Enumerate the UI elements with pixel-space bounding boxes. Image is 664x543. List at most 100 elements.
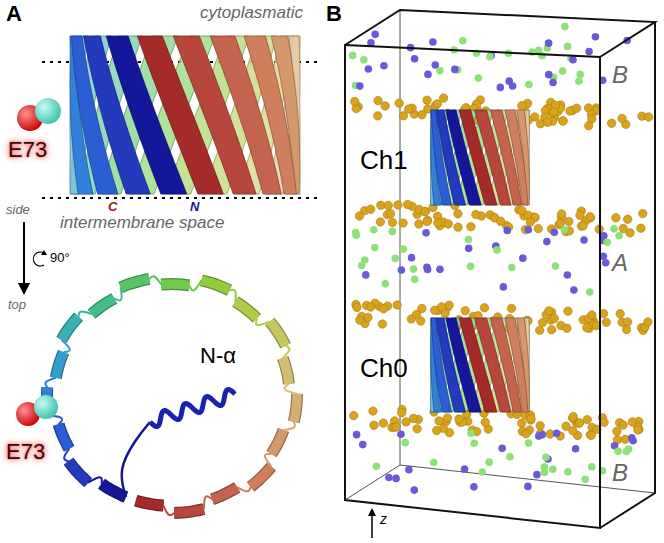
cation xyxy=(551,228,559,236)
lipid-head xyxy=(379,419,387,427)
strand-outline xyxy=(283,358,289,384)
lipid-head xyxy=(367,303,375,311)
lipid-head xyxy=(381,102,389,110)
strand-outline xyxy=(56,352,64,378)
compartment-label: cytoplasmatic xyxy=(200,4,303,23)
membrane-boundary xyxy=(42,197,322,199)
box-edge xyxy=(400,10,401,465)
cation xyxy=(572,445,580,453)
lipid-head xyxy=(370,421,378,429)
lipid-head xyxy=(628,418,636,426)
lipid-head xyxy=(454,210,462,218)
cation xyxy=(408,254,416,262)
loop xyxy=(61,340,69,352)
beta-strand xyxy=(283,358,289,384)
lipid-head xyxy=(586,431,594,439)
lipid-head xyxy=(575,419,583,427)
lipid-head xyxy=(572,104,580,112)
cation xyxy=(362,271,370,279)
cation xyxy=(503,227,511,235)
lipid-head xyxy=(423,96,431,104)
lipid-head xyxy=(369,407,377,415)
lipid-head xyxy=(480,304,488,312)
cation xyxy=(392,475,400,483)
lipid-head xyxy=(569,412,577,420)
lipid-head xyxy=(443,414,451,422)
loop xyxy=(114,287,121,300)
lipid-head xyxy=(563,324,571,332)
anion xyxy=(459,37,467,45)
lipid-head xyxy=(507,304,515,312)
lipid-head xyxy=(559,117,567,125)
beta-strand xyxy=(136,501,164,506)
lipid-head xyxy=(576,211,584,219)
anion xyxy=(373,462,381,470)
loop xyxy=(149,276,161,284)
lipid-head xyxy=(569,427,577,435)
lipid-head xyxy=(402,418,410,426)
anion xyxy=(430,459,438,467)
lipid-head xyxy=(388,218,396,226)
anion xyxy=(575,77,583,85)
lipid-head xyxy=(384,201,392,209)
strand-outline xyxy=(161,284,189,285)
lipid-head xyxy=(619,421,627,429)
strand-outline xyxy=(136,501,164,506)
cation xyxy=(545,39,553,47)
lipid-head xyxy=(588,311,596,319)
rotation-label: 90° xyxy=(50,251,70,265)
anion xyxy=(508,264,516,272)
lipid-head xyxy=(350,411,358,419)
lipid-head xyxy=(415,220,423,228)
anion xyxy=(436,67,444,75)
lipid-head xyxy=(637,224,645,232)
cation xyxy=(525,226,533,234)
strand-outline xyxy=(59,424,70,449)
beta-strand xyxy=(161,284,189,285)
lipid-head xyxy=(378,320,386,328)
cation xyxy=(545,71,553,79)
anion xyxy=(576,71,584,79)
beta-strand xyxy=(56,352,64,378)
cation xyxy=(524,483,532,491)
region-label: B xyxy=(612,460,628,486)
cation xyxy=(628,434,636,442)
anion xyxy=(352,229,360,237)
lipid-head xyxy=(439,94,447,102)
beta-strand xyxy=(270,322,286,346)
anion xyxy=(564,43,572,51)
arrow-head xyxy=(18,283,30,295)
loop xyxy=(204,496,212,509)
lipid-head xyxy=(534,224,542,232)
lipid-head xyxy=(600,418,608,426)
lipid-head xyxy=(535,326,543,334)
anion xyxy=(485,458,493,466)
lipid-head xyxy=(612,214,620,222)
lipid-head xyxy=(543,118,551,126)
beta-strand xyxy=(174,509,204,513)
cation xyxy=(498,445,506,453)
anion xyxy=(401,439,409,447)
cation xyxy=(505,77,513,85)
cation xyxy=(380,62,388,70)
anion xyxy=(493,246,501,254)
arrow-head xyxy=(41,250,47,255)
beta-strand xyxy=(251,467,272,487)
beta-barrel xyxy=(70,36,300,194)
cation xyxy=(543,238,551,246)
channel-label: Ch0 xyxy=(360,354,408,383)
strand-outline xyxy=(270,322,286,346)
lipid-head xyxy=(518,102,526,110)
panel-letter: B xyxy=(326,2,342,26)
cation xyxy=(371,31,379,39)
lipid-head xyxy=(423,217,431,225)
lipid-head xyxy=(545,307,553,315)
cation xyxy=(353,431,361,439)
lipid-head xyxy=(350,97,358,105)
lipid-head xyxy=(547,326,555,334)
lipid-head xyxy=(586,213,594,221)
lipid-head xyxy=(527,414,535,422)
cation xyxy=(535,432,543,440)
beta-strand xyxy=(235,302,257,319)
loop xyxy=(237,487,250,492)
